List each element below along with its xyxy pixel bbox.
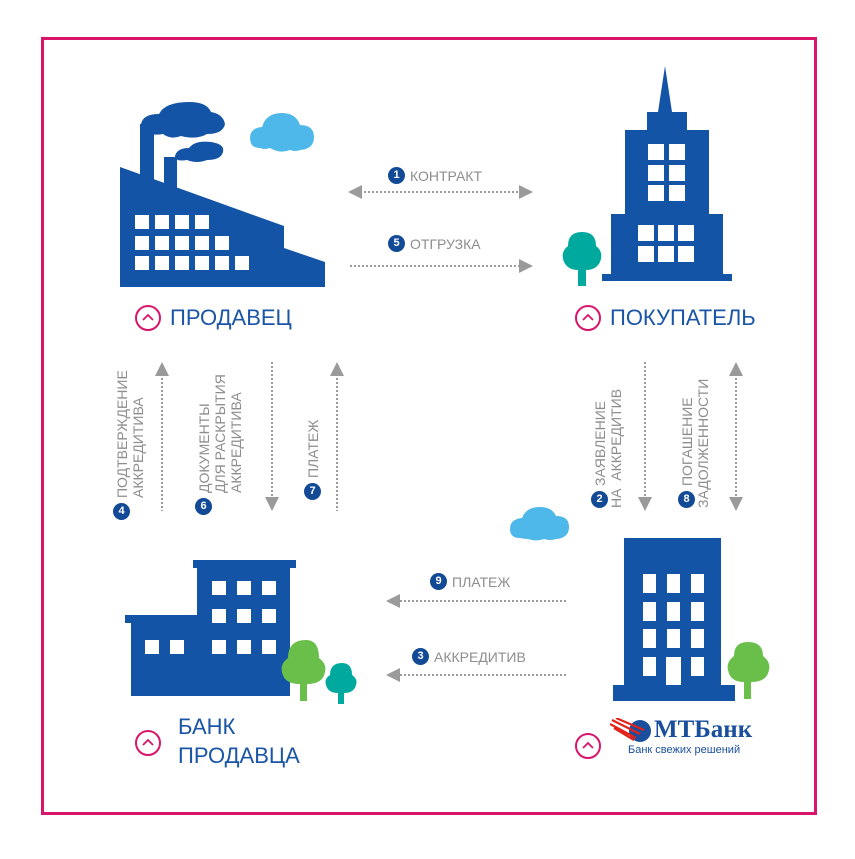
flow-text: ПОДТВЕРЖДЕНИЕ: [113, 370, 130, 498]
chevron-up-icon: [142, 738, 154, 746]
flow-text: ОТГРУЗКА: [410, 235, 481, 252]
mtbank-emblem-icon: [610, 718, 651, 742]
flow-confirmation-label: 4 ПОДТВЕРЖДЕНИЕ АККРЕДИТИВА: [113, 370, 146, 520]
step-badge: 1: [388, 167, 405, 184]
step-badge: 7: [304, 483, 321, 500]
mtbank-tagline: Банк свежих решений: [628, 744, 741, 756]
flow-text: ЗАДОЛЖЕННОСТИ: [695, 378, 711, 508]
letter-of-credit-arrow: [386, 668, 566, 682]
bank-windows: [145, 581, 276, 654]
flow-contract-label: 1 КОНТРАКТ: [388, 167, 482, 184]
seller-bank-label-line1: БАНК: [178, 714, 236, 739]
expand-seller-button[interactable]: [135, 305, 161, 331]
flow-text: ЗАЯВЛЕНИЕ: [591, 400, 608, 486]
debt-repayment-arrow: [729, 362, 743, 511]
flow-text: ПОГАШЕНИЕ: [678, 397, 695, 486]
step-badge: 4: [113, 503, 130, 520]
flow-text: ПЛАТЕЖ: [452, 573, 511, 590]
application-arrow: [638, 362, 652, 511]
flow-payment-to-seller-label: 7 ПЛАТЕЖ: [304, 420, 321, 500]
expand-seller-bank-button[interactable]: [135, 730, 161, 756]
tree-icon: [562, 232, 602, 286]
tree-icon: [281, 640, 357, 704]
flow-text: КОНТРАКТ: [410, 167, 482, 184]
expand-buyer-bank-button[interactable]: [575, 733, 601, 759]
shipment-arrow: [350, 259, 533, 273]
flow-debt-repayment-label: 8 ПОГАШЕНИЕ ЗАДОЛЖЕННОСТИ: [678, 379, 711, 508]
seller-label: ПРОДАВЕЦ: [170, 305, 292, 330]
chevron-up-icon: [142, 313, 154, 321]
payment-to-seller-arrow: [330, 362, 344, 511]
flow-text: ПЛАТЕЖ: [304, 419, 321, 478]
expand-buyer-button[interactable]: [575, 305, 601, 331]
cloud-icon: [250, 113, 314, 152]
skyscraper-windows: [638, 144, 694, 262]
flow-text: ДЛЯ РАСКРЫТИЯ: [212, 374, 228, 493]
flow-text: АККРЕДИТИВА: [228, 392, 244, 493]
payment-between-banks-arrow: [386, 594, 566, 608]
flow-text: ДОКУМЕНТЫ: [195, 403, 212, 493]
skyscraper-icon: [602, 66, 732, 281]
seller-bank-label-line2: ПРОДАВЦА: [178, 743, 300, 768]
mtbank-name: МТБанк: [654, 716, 753, 743]
flow-letter-of-credit-label: 3 АККРЕДИТИВ: [412, 648, 526, 665]
documents-arrow: [265, 362, 279, 511]
chevron-up-icon: [582, 741, 594, 749]
flow-shipment-label: 5 ОТГРУЗКА: [388, 235, 481, 252]
flow-documents-label: 6 ДОКУМЕНТЫ ДЛЯ РАСКРЫТИЯ АККРЕДИТИВА: [195, 374, 244, 515]
office-windows: [643, 574, 704, 685]
flow-text: АККРЕДИТИВА: [130, 397, 146, 498]
factory-icon: [120, 102, 325, 287]
buyer-label: ПОКУПАТЕЛЬ: [610, 305, 756, 330]
cloud-icon: [510, 507, 569, 541]
diagram-frame: [41, 37, 817, 815]
factory-windows: [135, 215, 249, 270]
contract-arrow: [348, 185, 533, 199]
confirmation-arrow: [155, 362, 169, 511]
step-badge: 8: [678, 491, 695, 508]
tree-icon: [727, 642, 770, 699]
step-badge: 9: [430, 573, 447, 590]
chevron-up-icon: [582, 313, 594, 321]
bank-building-icon: [125, 560, 296, 696]
flow-payment-between-banks-label: 9 ПЛАТЕЖ: [430, 573, 510, 590]
step-badge: 2: [591, 491, 608, 508]
step-badge: 5: [388, 235, 405, 252]
flow-application-label: 2 ЗАЯВЛЕНИЕ НА АККРЕДИТИВ: [591, 389, 624, 508]
step-badge: 6: [195, 498, 212, 515]
flow-text: АККРЕДИТИВ: [434, 648, 526, 665]
step-badge: 3: [412, 648, 429, 665]
flow-text: НА АККРЕДИТИВ: [608, 388, 624, 508]
